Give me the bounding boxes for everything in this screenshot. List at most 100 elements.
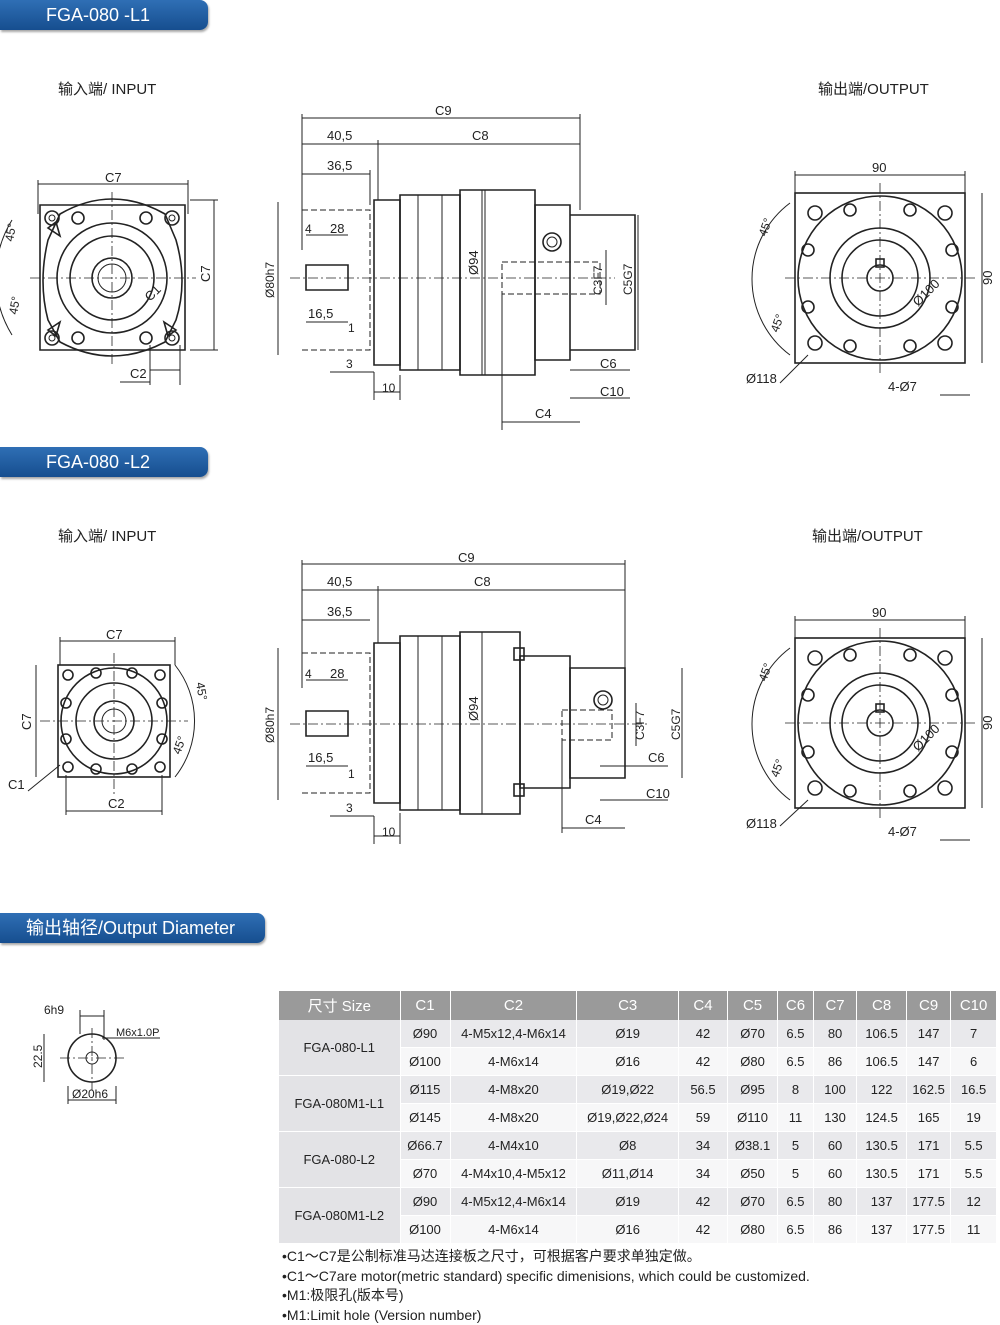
shaft-dia: Ø20h6 bbox=[72, 1087, 108, 1101]
dim-3-l2: 3 bbox=[346, 801, 353, 815]
dim-dia94: Ø94 bbox=[466, 250, 481, 275]
dim-dia118-l2: Ø118 bbox=[746, 816, 777, 831]
th-c1: C1 bbox=[400, 991, 450, 1020]
table-cell-c5: Ø110 bbox=[728, 1104, 778, 1132]
dim-c6-l2: C6 bbox=[648, 750, 665, 765]
table-cell-c10: 19 bbox=[951, 1104, 997, 1132]
table-cell-c10: 7 bbox=[951, 1020, 997, 1048]
table-cell-c4: 59 bbox=[678, 1104, 727, 1132]
table-cell-c2: 4-M4x10,4-M5x12 bbox=[450, 1160, 577, 1188]
table-cell-c2: 4-M6x14 bbox=[450, 1048, 577, 1076]
table-cell-c6: 5 bbox=[778, 1160, 814, 1188]
table-cell-c4: 34 bbox=[678, 1160, 727, 1188]
table-cell-c4: 42 bbox=[678, 1216, 727, 1244]
table-cell-c9: 165 bbox=[906, 1104, 950, 1132]
shaft-thread: M6x1.0P bbox=[116, 1027, 159, 1039]
model-cell: FGA-080-L1 bbox=[279, 1020, 400, 1076]
table-cell-c8: 106.5 bbox=[857, 1020, 907, 1048]
th-c9: C9 bbox=[906, 991, 950, 1020]
dim-dia94-l2: Ø94 bbox=[466, 696, 481, 721]
table-cell-c5: Ø95 bbox=[728, 1076, 778, 1104]
table-cell-c9: 147 bbox=[906, 1048, 950, 1076]
angle-45-out-top: 45° bbox=[756, 216, 775, 238]
table-cell-c9: 177.5 bbox=[906, 1188, 950, 1216]
table-cell-c9: 177.5 bbox=[906, 1216, 950, 1244]
table-cell-c10: 5.5 bbox=[951, 1132, 997, 1160]
table-cell-c1: Ø90 bbox=[400, 1020, 450, 1048]
dim-c10-l2: C10 bbox=[646, 786, 670, 801]
table-cell-c4: 56.5 bbox=[678, 1076, 727, 1104]
section-title-l1: FGA-080 -L1 bbox=[0, 0, 208, 30]
table-cell-c2: 4-M8x20 bbox=[450, 1076, 577, 1104]
dim-dia118: Ø118 bbox=[746, 371, 777, 386]
dim-36-5: 36,5 bbox=[327, 158, 352, 173]
table-cell-c10: 16.5 bbox=[951, 1076, 997, 1104]
table-cell-c1: Ø90 bbox=[400, 1188, 450, 1216]
shaft-diagram: 6h9 M6x1.0P 22.5 Ø20h6 bbox=[30, 1000, 200, 1110]
dim-90-right-l2: 90 bbox=[980, 716, 995, 730]
table-cell-c2: 4-M5x12,4-M6x14 bbox=[450, 1020, 577, 1048]
table-cell-c3: Ø11,Ø14 bbox=[577, 1160, 678, 1188]
table-cell-c6: 8 bbox=[778, 1076, 814, 1104]
shaft-height: 22.5 bbox=[31, 1044, 45, 1068]
output-label-l2: 输出端/OUTPUT bbox=[812, 525, 923, 546]
dim-40-5: 40,5 bbox=[327, 128, 352, 143]
table-cell-c1: Ø66.7 bbox=[400, 1132, 450, 1160]
dim-16-5: 16,5 bbox=[308, 306, 333, 321]
table-cell-c10: 12 bbox=[951, 1188, 997, 1216]
notes: •C1～C7是公制标准马达连接板之尺寸，可根据客户要求单独定做。 •C1～C7a… bbox=[282, 1247, 810, 1325]
angle-45-out-bot-l2: 45° bbox=[768, 757, 787, 779]
table-cell-c6: 6.5 bbox=[778, 1216, 814, 1244]
dim-10: 10 bbox=[382, 381, 396, 395]
table-cell-c5: Ø80 bbox=[728, 1048, 778, 1076]
dim-90-right: 90 bbox=[980, 271, 995, 285]
table-cell-c3: Ø16 bbox=[577, 1048, 678, 1076]
dim-c3: C3F7 bbox=[591, 265, 605, 295]
th-c2: C2 bbox=[450, 991, 577, 1020]
model-cell: FGA-080M1-L2 bbox=[279, 1188, 400, 1244]
dim-28-l2: 28 bbox=[330, 666, 344, 681]
table-cell-c4: 42 bbox=[678, 1020, 727, 1048]
table-cell-c6: 6.5 bbox=[778, 1188, 814, 1216]
note-3: •M1:极限孔(版本号) bbox=[282, 1286, 810, 1306]
table-cell-c7: 60 bbox=[813, 1160, 856, 1188]
table-cell-c7: 86 bbox=[813, 1216, 856, 1244]
dim-36-5-l2: 36,5 bbox=[327, 604, 352, 619]
dim-c10: C10 bbox=[600, 384, 624, 399]
section-title-shaft: 输出轴径/Output Diameter bbox=[0, 913, 265, 943]
table-cell-c8: 106.5 bbox=[857, 1048, 907, 1076]
angle-45-out-bot: 45° bbox=[768, 312, 787, 334]
dim-dia100: Ø100 bbox=[910, 276, 943, 309]
table-cell-c3: Ø8 bbox=[577, 1132, 678, 1160]
note-2: •C1～C7are motor(metric standard) specifi… bbox=[282, 1267, 810, 1287]
l1-side-view: C9 40,5 C8 36,5 Ø80h7 Ø94 4 28 16,5 1 3 … bbox=[270, 100, 630, 420]
angle-45-l2-top: 45° bbox=[193, 681, 210, 702]
dim-c5-l2: C5G7 bbox=[669, 708, 683, 740]
dim-c7-top: C7 bbox=[105, 170, 122, 185]
dim-c5: C5G7 bbox=[621, 263, 635, 295]
table-cell-c2: 4-M4x10 bbox=[450, 1132, 577, 1160]
dim-c6: C6 bbox=[600, 356, 617, 371]
table-cell-c4: 42 bbox=[678, 1188, 727, 1216]
input-label-l1: 输入端/ INPUT bbox=[58, 78, 156, 99]
table-cell-c5: Ø80 bbox=[728, 1216, 778, 1244]
dim-c9: C9 bbox=[435, 103, 452, 118]
dim-1: 1 bbox=[348, 321, 355, 335]
l2-output-view: 90 90 45° 45° Ø100 Ø118 4-Ø7 bbox=[760, 602, 990, 842]
dim-40-5-l2: 40,5 bbox=[327, 574, 352, 589]
table-header-row: 尺寸 Size C1 C2 C3 C4 C5 C6 C7 C8 C9 C10 bbox=[279, 991, 997, 1020]
dim-4-l2: 4 bbox=[305, 667, 312, 681]
th-c8: C8 bbox=[857, 991, 907, 1020]
dim-10-l2: 10 bbox=[382, 825, 396, 839]
table-cell-c9: 171 bbox=[906, 1132, 950, 1160]
dim-dia80-l2: Ø80h7 bbox=[263, 707, 277, 743]
l2-input-view: C7 C7 45° 45° C1 C2 bbox=[0, 625, 230, 825]
dim-c4: C4 bbox=[535, 406, 552, 421]
th-c6: C6 bbox=[778, 991, 814, 1020]
table-cell-c5: Ø70 bbox=[728, 1188, 778, 1216]
table-cell-c2: 4-M6x14 bbox=[450, 1216, 577, 1244]
dim-90-top: 90 bbox=[872, 160, 886, 175]
table-cell-c1: Ø145 bbox=[400, 1104, 450, 1132]
